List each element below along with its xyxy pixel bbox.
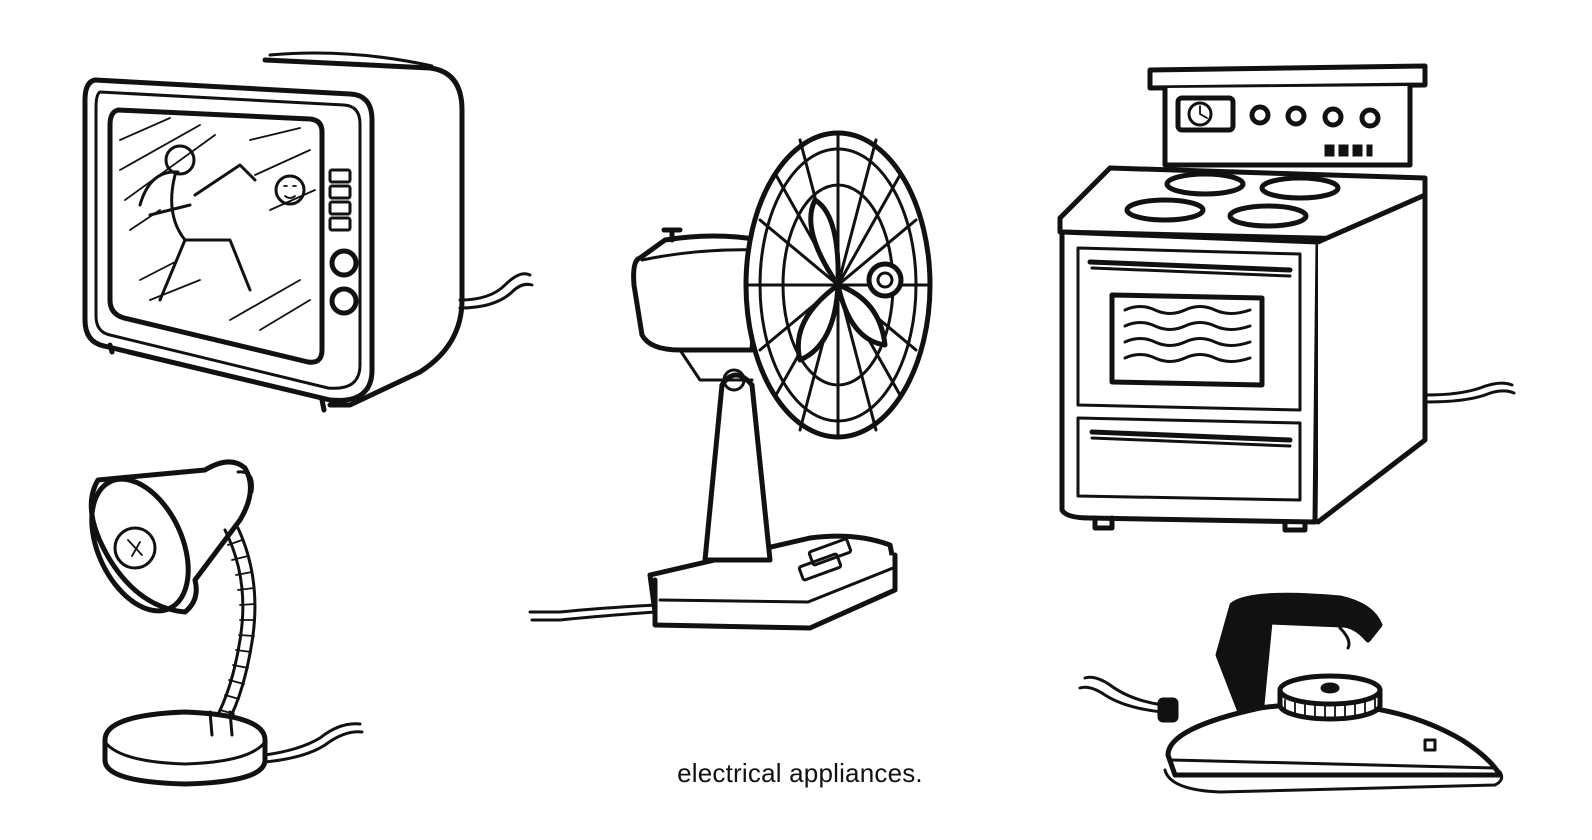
electric-fan-icon <box>528 130 933 631</box>
electric-iron-icon <box>1078 592 1504 794</box>
electric-stove-icon <box>1057 63 1516 533</box>
caption: electrical appliances. <box>677 758 923 788</box>
desk-lamp-icon <box>88 459 364 787</box>
television-icon <box>82 51 534 413</box>
